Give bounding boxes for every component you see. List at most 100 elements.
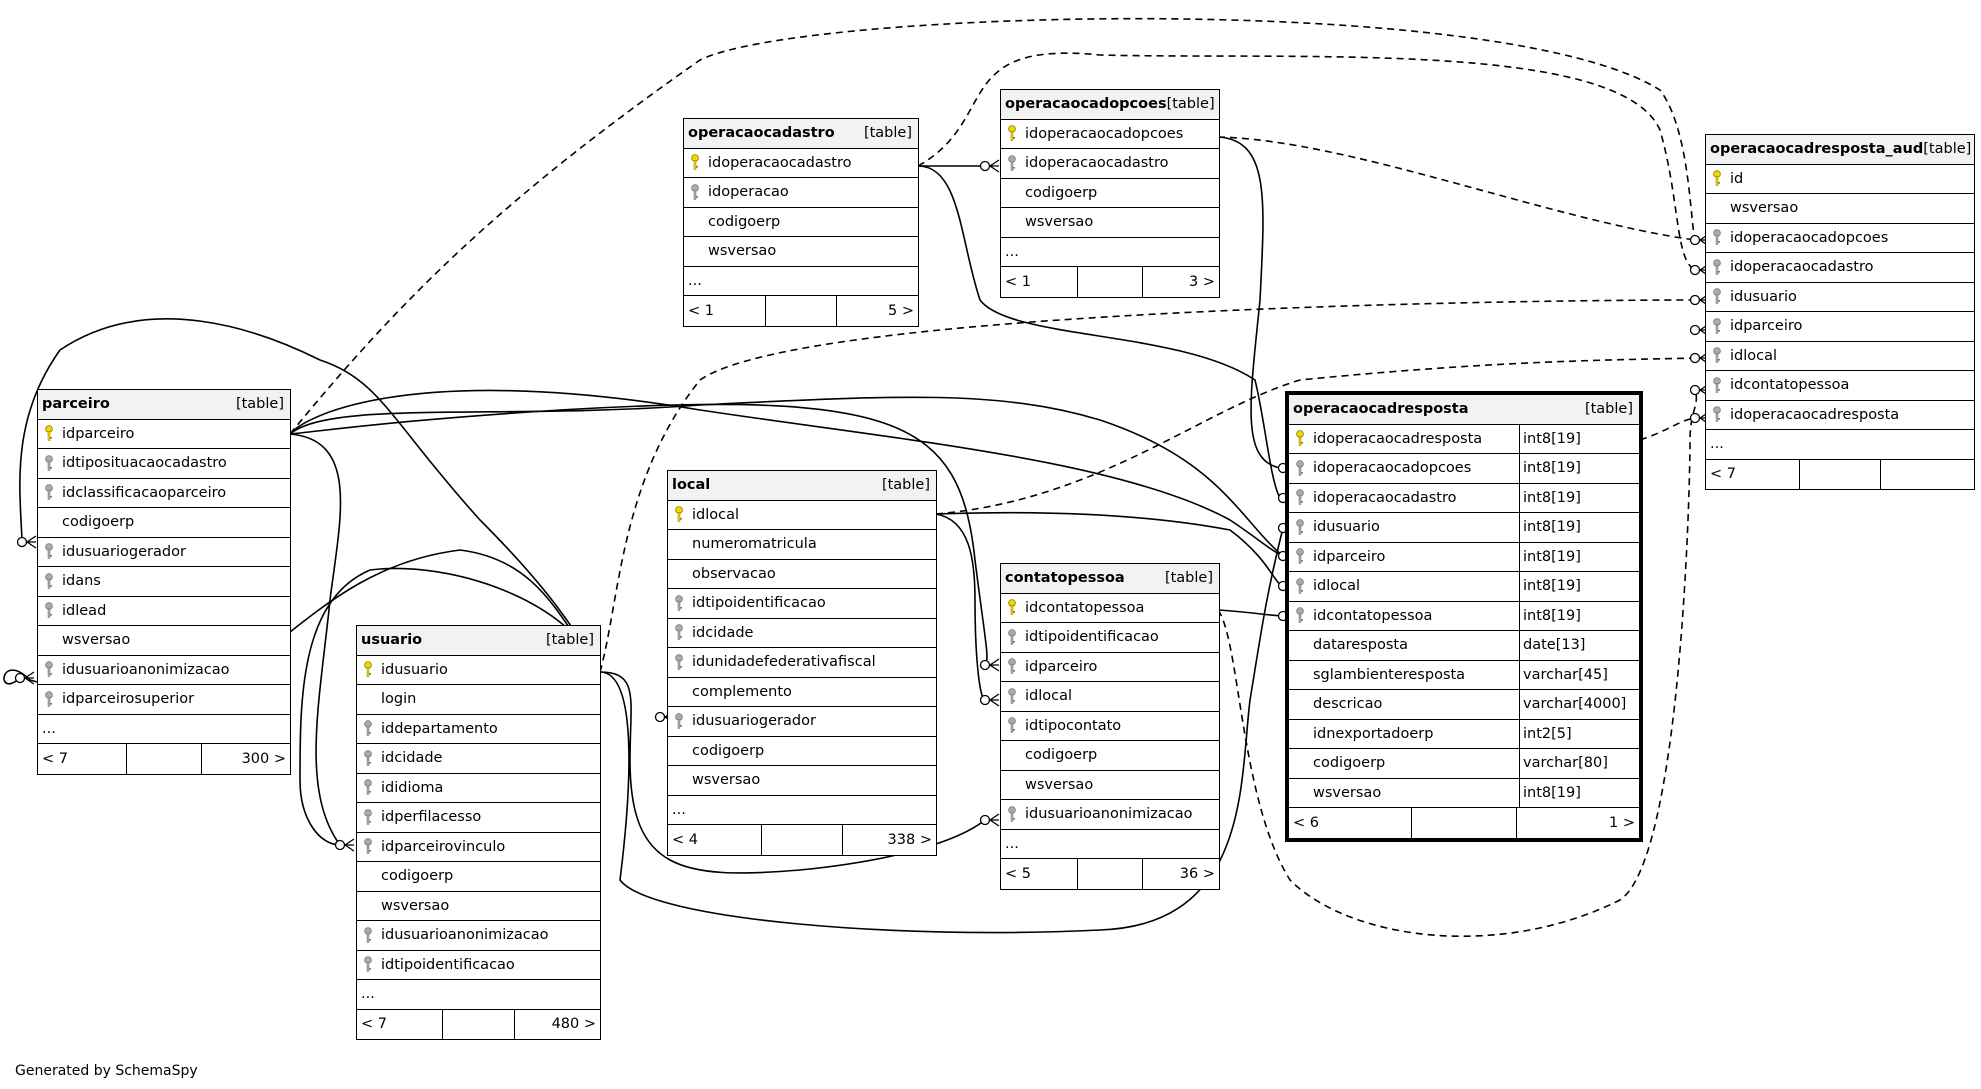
column-row[interactable]: idoperacaocadopcoes bbox=[1001, 120, 1219, 149]
foreign-key-icon bbox=[357, 808, 379, 826]
column-row[interactable]: codigoerp bbox=[668, 737, 936, 766]
column-row[interactable]: idoperacaocadastro bbox=[1001, 149, 1219, 179]
column-row[interactable]: complemento bbox=[668, 678, 936, 707]
column-row[interactable]: codigoerp bbox=[684, 208, 918, 237]
child-count bbox=[1881, 460, 1974, 490]
more-columns-row[interactable]: ... bbox=[1001, 238, 1219, 267]
column-row[interactable]: idusuario bbox=[1706, 283, 1974, 312]
column-row[interactable]: wsversao bbox=[1001, 208, 1219, 238]
more-columns-row[interactable]: ... bbox=[1001, 830, 1219, 859]
column-type: int8[19] bbox=[1519, 454, 1639, 483]
column-row[interactable]: idparceirovinculo bbox=[357, 833, 600, 862]
column-row[interactable]: idusuario bbox=[357, 656, 600, 685]
column-row[interactable]: idtipoidentificacao bbox=[668, 589, 936, 619]
column-row[interactable]: idtipoidentificacao bbox=[357, 951, 600, 980]
more-columns-row[interactable]: ... bbox=[1706, 430, 1974, 460]
column-row[interactable]: wsversao bbox=[38, 626, 290, 656]
column-row[interactable]: id bbox=[1706, 165, 1974, 194]
foreign-key-icon bbox=[1289, 489, 1311, 506]
column-row[interactable]: idcidade bbox=[668, 619, 936, 648]
more-columns-row[interactable]: ... bbox=[668, 796, 936, 825]
column-row[interactable]: idperfilacesso bbox=[357, 803, 600, 833]
column-row[interactable]: idoperacaocadresposta bbox=[1706, 401, 1974, 430]
column-row[interactable]: idlocal bbox=[1001, 682, 1219, 712]
column-row[interactable]: codigoerp bbox=[1001, 179, 1219, 208]
column-row[interactable]: iddepartamento bbox=[357, 715, 600, 744]
column-row[interactable]: idunidadefederativafiscal bbox=[668, 648, 936, 678]
column-row[interactable]: idoperacaocadastro bbox=[684, 149, 918, 178]
column-row[interactable]: wsversao bbox=[1706, 194, 1974, 224]
column-row[interactable]: codigoerp bbox=[38, 508, 290, 538]
foreign-key-icon bbox=[1706, 317, 1728, 335]
column-row[interactable]: idparceirosuperior bbox=[38, 685, 290, 715]
column-row[interactable]: ididioma bbox=[357, 774, 600, 803]
column-row[interactable]: idcontatopessoa bbox=[1001, 594, 1219, 623]
column-row[interactable]: idlocal bbox=[668, 501, 936, 530]
table-operacaocadastro[interactable]: operacaocadastro[table]idoperacaocadastr… bbox=[683, 118, 919, 327]
column-row[interactable]: idparceiro bbox=[1706, 312, 1974, 342]
column-row[interactable]: idcidade bbox=[357, 744, 600, 774]
column-name: idtipoidentificacao bbox=[1025, 629, 1159, 646]
column-row[interactable]: idparceiro bbox=[38, 420, 290, 449]
column-row[interactable]: login bbox=[357, 685, 600, 715]
table-operacaocadresposta[interactable]: operacaocadresposta[table]idoperacaocadr… bbox=[1285, 391, 1643, 842]
column-row[interactable]: idtipoidentificacao bbox=[1001, 623, 1219, 653]
foreign-key-icon bbox=[38, 572, 60, 590]
column-row[interactable]: wsversao bbox=[1001, 771, 1219, 800]
column-row[interactable]: codigoerp bbox=[1001, 741, 1219, 771]
column-row[interactable]: idusuariogerador bbox=[668, 707, 936, 737]
column-row[interactable]: codigoerp bbox=[357, 862, 600, 892]
foreign-key-icon bbox=[357, 720, 379, 737]
more-columns-row[interactable]: ... bbox=[684, 267, 918, 296]
column-row[interactable]: idusuariogerador bbox=[38, 538, 290, 567]
column-row[interactable]: idoperacao bbox=[684, 178, 918, 208]
table-header: local[table] bbox=[668, 471, 936, 501]
column-row[interactable]: idlead bbox=[38, 597, 290, 626]
column-row[interactable]: wsversao bbox=[684, 237, 918, 267]
column-row[interactable]: idlocal bbox=[1706, 342, 1974, 371]
column-row[interactable]: idoperacaocadopcoes bbox=[1706, 224, 1974, 253]
column-row[interactable]: idusuarioanonimizacao bbox=[1001, 800, 1219, 830]
table-operacaocadopcoes[interactable]: operacaocadopcoes[table]idoperacaocadopc… bbox=[1000, 89, 1220, 298]
column-row[interactable]: idusuarioanonimizacao bbox=[357, 921, 600, 951]
column-row[interactable]: idans bbox=[38, 567, 290, 597]
column-row[interactable]: idparceiro bbox=[1001, 653, 1219, 682]
more-columns-row[interactable]: ... bbox=[38, 715, 290, 744]
column-row[interactable]: idtipocontato bbox=[1001, 712, 1219, 741]
column-row[interactable]: wsversao bbox=[668, 766, 936, 796]
column-name: codigoerp bbox=[1025, 747, 1098, 764]
column-row[interactable]: numeromatricula bbox=[668, 530, 936, 560]
primary-key-icon bbox=[1001, 125, 1023, 142]
column-row[interactable]: idoperacaocadastro bbox=[1706, 253, 1974, 283]
more-columns-row[interactable]: ... bbox=[357, 980, 600, 1010]
column-row[interactable]: idtiposituacaocadastro bbox=[38, 449, 290, 479]
column-row[interactable]: idcontatopessoa bbox=[1706, 371, 1974, 401]
column-row[interactable]: idusuarioanonimizacao bbox=[38, 656, 290, 685]
table-name: operacaocadresposta bbox=[1293, 401, 1469, 418]
column-row[interactable]: idclassificacaoparceiro bbox=[38, 479, 290, 508]
column-row[interactable]: observacao bbox=[668, 560, 936, 589]
table-kind-label: [table] bbox=[235, 396, 284, 413]
table-name: operacaocadastro bbox=[688, 125, 835, 142]
column-name: wsversao bbox=[381, 897, 450, 914]
column-row[interactable]: wsversao bbox=[357, 892, 600, 921]
